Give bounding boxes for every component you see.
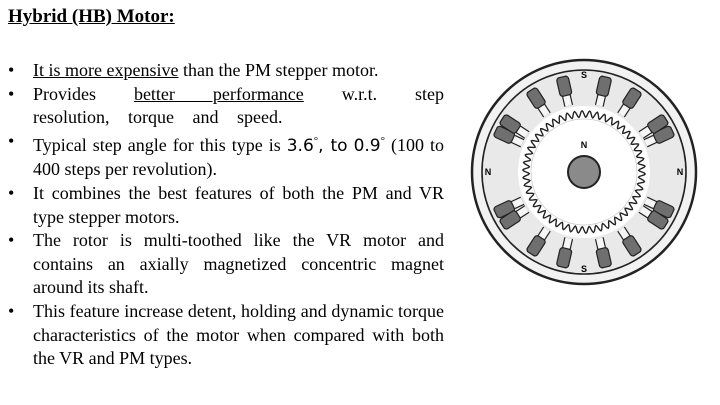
underlined-text: better performance bbox=[133, 83, 304, 104]
bullet-rotor: The rotor is multi-toothed like the VR m… bbox=[8, 229, 444, 300]
bullet-cost: It is more expensive than the PM stepper… bbox=[8, 59, 444, 83]
stator-pole-magnet bbox=[647, 114, 669, 134]
pole-label-left: N bbox=[485, 167, 492, 177]
pole-label-center: N bbox=[581, 140, 588, 150]
stator-pole-magnet bbox=[556, 247, 573, 269]
bullet-combines: It combines the best features of both th… bbox=[8, 182, 444, 229]
stator-poles bbox=[493, 75, 675, 269]
stator-pole-magnet bbox=[622, 87, 642, 109]
stator-pole-magnet bbox=[595, 247, 612, 269]
hybrid-motor-diagram: S S N N N bbox=[470, 58, 698, 286]
slide-title: Hybrid (HB) Motor: bbox=[8, 6, 175, 27]
stator-pole-magnet bbox=[499, 210, 521, 230]
shaft-magnet bbox=[567, 155, 601, 189]
stator-pole-magnet bbox=[647, 210, 669, 230]
underlined-text: It is more expensive bbox=[33, 60, 179, 80]
stator-pole-magnet bbox=[595, 75, 612, 97]
bullet-step-angle: Typical step angle for this type is 3.6°… bbox=[8, 130, 444, 182]
bullet-performance: Provides better performance w.r.t. step … bbox=[8, 83, 444, 130]
stator-pole-magnet bbox=[622, 235, 642, 257]
pole-label-right: N bbox=[677, 167, 684, 177]
bullet-list: It is more expensive than the PM stepper… bbox=[8, 59, 444, 371]
stator-pole-magnet bbox=[526, 87, 546, 109]
pole-label-bottom: S bbox=[581, 264, 587, 274]
bullet-torque: This feature increase detent, holding an… bbox=[8, 300, 444, 371]
stator-pole-magnet bbox=[526, 235, 546, 257]
stator-pole-magnet bbox=[499, 114, 521, 134]
stator-pole-magnet bbox=[556, 75, 573, 97]
pole-label-top: S bbox=[581, 70, 587, 80]
